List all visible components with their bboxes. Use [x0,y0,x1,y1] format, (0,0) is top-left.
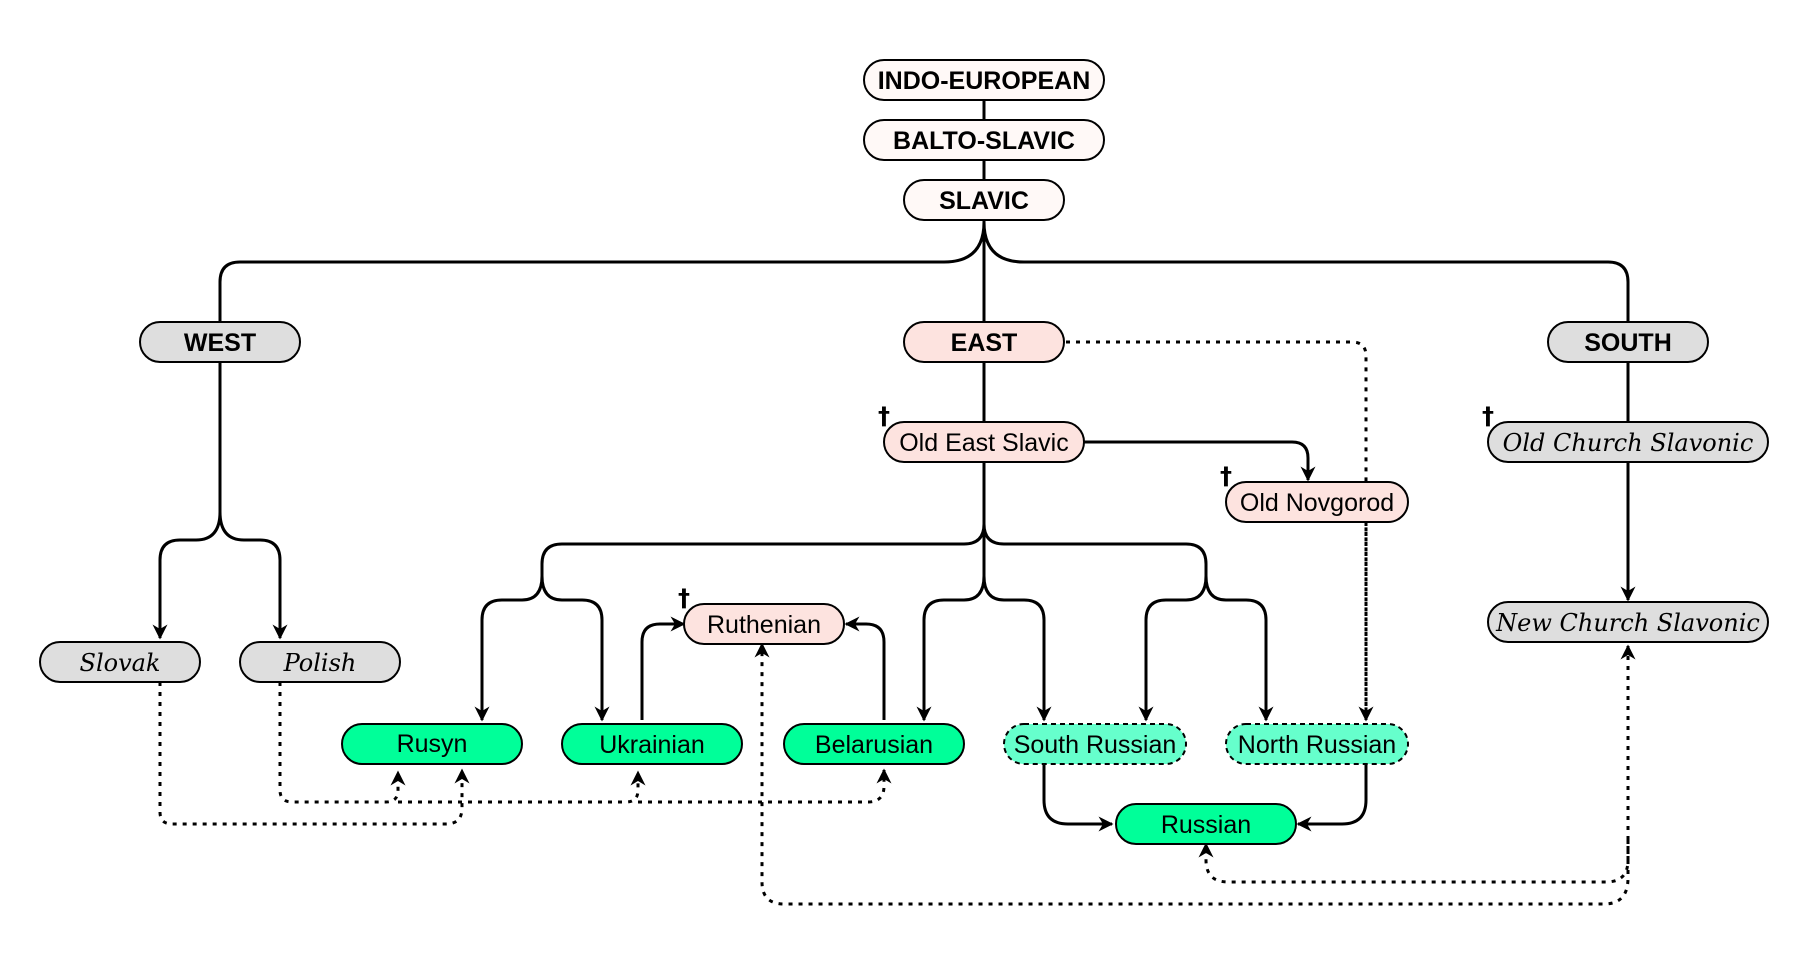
extinct-dagger-icon: † [1482,402,1494,430]
node-balto-slavic: BALTO-SLAVIC [863,119,1105,161]
node-label: SOUTH [1584,329,1672,357]
dash-east-northru [1066,340,1374,722]
node-label: Old Church Slavonic [1503,429,1754,457]
dash-slovak-rusyn [158,682,470,826]
node-label: Slovak [80,649,161,677]
dash-polish-rusyn [278,682,406,804]
extinct-dagger-icon: † [678,584,690,612]
node-slavic: SLAVIC [903,179,1065,221]
edge-to-rusyn [474,575,544,722]
edge-to-ukrainian [540,575,610,722]
dash-ncs-russian [1198,646,1630,884]
node-south-russian: South Russian [1003,723,1187,765]
node-ruthenian: Ruthenian † [678,584,845,645]
edge-belarusian-ruthenian [844,616,886,720]
edge-to-south-russian [982,575,1052,722]
node-label: WEST [184,329,256,357]
edge-oes-west-trunk [540,462,986,576]
extinct-dagger-icon: † [1220,462,1232,490]
node-old-church-slavonic: Old Church Slavonic † [1482,402,1769,463]
node-new-church-slavonic: New Church Slavonic [1487,601,1769,643]
node-slovak: Slovak [39,641,201,683]
dash-ncs-ruthenian [754,642,1630,906]
node-label: Ruthenian [707,611,821,639]
node-south: SOUTH [1547,321,1709,363]
node-russian: Russian [1115,803,1297,845]
node-belarusian: Belarusian [783,723,965,765]
node-old-novgorod: Old Novgorod † [1220,462,1409,523]
node-label: BALTO-SLAVIC [893,127,1075,155]
node-old-east-slavic: Old East Slavic † [878,402,1085,463]
node-label: Old Novgorod [1240,489,1394,517]
edge-west-slovak [152,362,222,640]
node-west: WEST [139,321,301,363]
node-indo-european: INDO-EUROPEAN [863,59,1105,101]
node-north-russian: North Russian [1225,723,1409,765]
node-ukrainian: Ukrainian [561,723,743,765]
node-label: EAST [951,329,1018,357]
edge-oes-east-trunk [982,462,1208,576]
dashed-edges [158,340,1636,906]
node-label: Rusyn [397,730,468,758]
node-label: South Russian [1014,731,1177,759]
node-polish: Polish [239,641,401,683]
dash-polish-ukrainian [398,770,646,804]
node-label: SLAVIC [939,187,1029,215]
edge-west-polish [218,511,288,640]
node-label: Old East Slavic [899,429,1069,457]
edge-slavic-west [218,221,986,322]
node-label: Polish [283,649,357,677]
edge-to-south-russian-2 [1138,575,1208,722]
edge-ukrainian-ruthenian [640,616,686,720]
edge-to-belarusian [916,575,986,722]
solid-edges [152,100,1636,832]
edge-northru-russian [1296,764,1368,832]
extinct-dagger-icon: † [878,402,890,430]
node-rusyn: Rusyn [341,723,523,765]
node-label: Ukrainian [599,731,705,759]
node-label: Belarusian [815,731,933,759]
node-label: Russian [1161,811,1251,839]
node-east: EAST [903,321,1065,363]
node-label: INDO-EUROPEAN [878,67,1091,95]
edge-to-north-russian [1204,575,1274,722]
edge-southru-russian [1042,764,1114,832]
node-label: New Church Slavonic [1495,609,1760,637]
node-label: North Russian [1238,731,1396,759]
edge-slavic-south [982,221,1630,322]
dash-polish-belarusian [638,768,892,804]
edge-oes-novgorod [1084,440,1316,482]
